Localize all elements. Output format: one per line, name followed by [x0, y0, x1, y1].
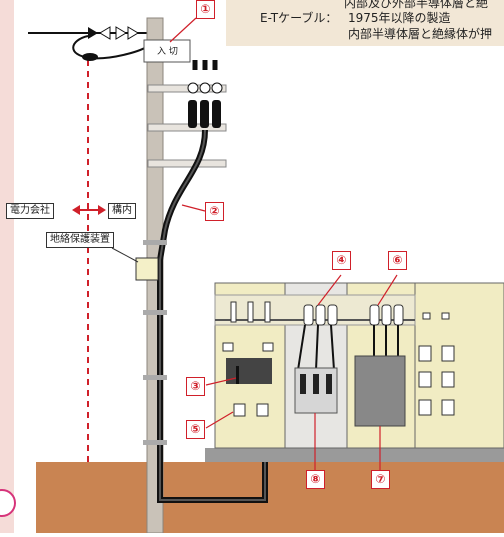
terminal-1 — [187, 82, 199, 94]
underground-cable-highlight — [159, 129, 266, 501]
s4-window-1 — [418, 345, 432, 362]
section3-cables — [373, 325, 399, 360]
lower-window-2 — [256, 403, 269, 417]
callout-4: ④ — [332, 251, 351, 270]
indicator-2 — [262, 342, 274, 352]
bus-insulator-7 — [369, 304, 380, 326]
cable-head-3 — [212, 100, 221, 128]
power-company-label: 電力会社 — [6, 203, 54, 219]
leader-6 — [377, 274, 398, 306]
header-note: 内部及び外部半導体層と絶 E-Tケーブル： 1975年以降の製造 内部半導体層と… — [226, 0, 504, 46]
s4-window-5 — [418, 399, 432, 416]
insulator-2 — [99, 26, 111, 40]
callout-7: ⑦ — [371, 470, 390, 489]
callout-2: ② — [205, 202, 224, 221]
pole-band-4 — [143, 440, 167, 445]
leader-2 — [181, 204, 206, 212]
s4-window-6 — [441, 399, 455, 416]
bus-insulator-3 — [264, 301, 271, 323]
ground-fault-device-box — [135, 257, 159, 281]
leader-3 — [205, 377, 237, 386]
s4-window-3 — [418, 371, 432, 388]
cable-head-2 — [200, 100, 209, 128]
indicator-1 — [222, 342, 234, 352]
disc-pole-1 — [300, 374, 306, 394]
bus-insulator-6 — [327, 304, 338, 326]
cabinet-base — [205, 448, 504, 462]
terminal-3 — [211, 82, 223, 94]
s4-window-4 — [441, 371, 455, 388]
callout-8: ⑧ — [306, 470, 325, 489]
switch-box — [143, 39, 191, 63]
terminal-2 — [199, 82, 211, 94]
pole-cutouts — [192, 60, 218, 70]
cable-head-1 — [188, 100, 197, 128]
cabinet-section-4 — [414, 282, 504, 449]
callout-1: ① — [196, 0, 215, 19]
note-line-2-value: 1975年以降の製造 — [348, 11, 451, 25]
bus-insulator-2 — [247, 301, 254, 323]
crossarm-3 — [147, 159, 227, 168]
s4-window-2 — [441, 345, 455, 362]
arrow-right-head — [98, 205, 106, 215]
bus-insulator-9 — [393, 304, 404, 326]
left-margin-strip — [0, 0, 14, 533]
insulator-1 — [88, 27, 98, 39]
meter-window — [226, 358, 272, 384]
insulator-3 — [115, 26, 127, 40]
bus-insulator-4 — [303, 304, 314, 326]
pole-band-2 — [143, 310, 167, 315]
s4-indicator-1 — [422, 312, 431, 320]
disc-pole-3 — [326, 374, 332, 394]
lower-window-1 — [233, 403, 246, 417]
note-line-1: 内部及び外部半導体層と絶 — [344, 0, 489, 10]
leader-4 — [317, 274, 342, 306]
callout-5: ⑤ — [186, 420, 205, 439]
bus-insulator-5 — [315, 304, 326, 326]
device-leader — [111, 247, 139, 263]
crossarm-1 — [147, 84, 227, 93]
callout-6: ⑥ — [388, 251, 407, 270]
pole-band-1 — [143, 240, 167, 245]
callout-3: ③ — [186, 377, 205, 396]
wire-clamp — [82, 53, 98, 61]
pole-band-3 — [143, 375, 167, 380]
section2-cables — [297, 324, 335, 371]
insulator-4 — [127, 26, 139, 40]
premises-label: 構内 — [108, 203, 136, 219]
ground-fault-device-label: 地絡保護装置 — [46, 232, 114, 248]
bus-insulator-8 — [381, 304, 392, 326]
note-line-2-key: E-Tケーブル： — [260, 11, 338, 25]
transformer-7 — [354, 355, 406, 427]
ground — [36, 462, 504, 533]
leader-1 — [169, 17, 197, 43]
meter-handle — [236, 366, 239, 384]
leader-5 — [205, 411, 234, 429]
note-line-3: 内部半導体層と絶縁体が押 — [348, 27, 493, 41]
arrow-left-head — [72, 205, 80, 215]
bus-insulator-1 — [230, 301, 237, 323]
crossarm-2 — [147, 123, 227, 132]
disc-pole-2 — [313, 374, 319, 394]
margin-circle — [0, 489, 16, 517]
switch-label: 入 切 — [157, 47, 178, 57]
s4-indicator-2 — [441, 312, 450, 320]
